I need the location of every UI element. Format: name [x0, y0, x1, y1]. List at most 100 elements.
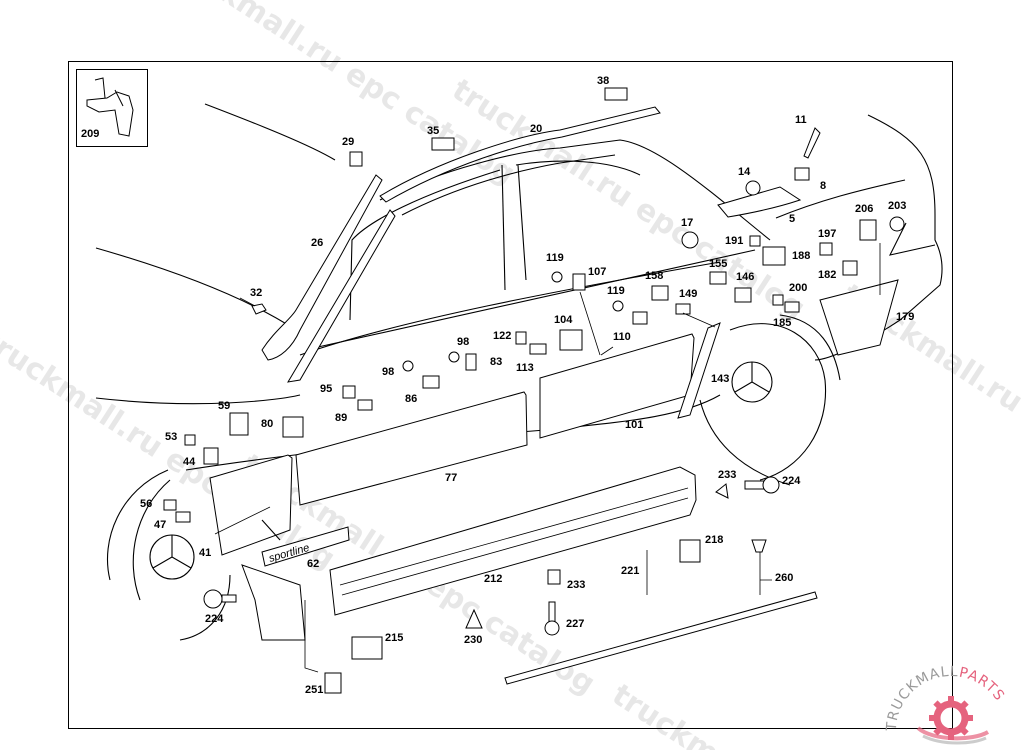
- rear-fender-molding[interactable]: [819, 279, 899, 356]
- part-callout-224b[interactable]: 224: [205, 613, 224, 625]
- part-callout-35[interactable]: 35: [427, 125, 439, 137]
- part-callout-38[interactable]: 38: [597, 75, 609, 87]
- clip-107[interactable]: [572, 273, 586, 291]
- clip-8[interactable]: [794, 167, 810, 181]
- clip-200[interactable]: [772, 294, 784, 306]
- front-door-molding[interactable]: [295, 391, 528, 506]
- part-callout-221[interactable]: 221: [621, 565, 639, 577]
- clip-146[interactable]: [734, 287, 752, 303]
- part-callout-80[interactable]: 80: [261, 418, 273, 430]
- part-callout-95[interactable]: 95: [320, 383, 332, 395]
- part-callout-98[interactable]: 98: [457, 336, 469, 348]
- part-callout-53[interactable]: 53: [165, 431, 177, 443]
- clip-218[interactable]: [679, 539, 701, 563]
- part-callout-104[interactable]: 104: [554, 314, 573, 326]
- part-callout-146[interactable]: 146: [736, 271, 754, 283]
- part-callout-206[interactable]: 206: [855, 203, 873, 215]
- part-callout-188[interactable]: 188: [792, 250, 810, 262]
- clip-206[interactable]: [859, 219, 877, 241]
- rocker-front-end[interactable]: [241, 564, 306, 641]
- clip-44[interactable]: [203, 447, 219, 465]
- part-callout-62[interactable]: 62: [307, 558, 319, 570]
- detail-inset-209[interactable]: 209: [76, 69, 148, 147]
- clip-233b[interactable]: [547, 569, 561, 585]
- part-callout-32[interactable]: 32: [250, 287, 262, 299]
- part-callout-89[interactable]: 89: [335, 412, 347, 424]
- part-callout-215[interactable]: 215: [385, 632, 403, 644]
- clip-182[interactable]: [842, 260, 858, 276]
- part-callout-182[interactable]: 182: [818, 269, 836, 281]
- clip-191[interactable]: [749, 235, 761, 247]
- rear-pillar-trim[interactable]: [717, 186, 802, 218]
- clip-155[interactable]: [709, 271, 727, 285]
- part-callout-29[interactable]: 29: [342, 136, 354, 148]
- part-callout-83[interactable]: 83: [490, 356, 502, 368]
- part-callout-119b[interactable]: 119: [607, 285, 625, 297]
- part-callout-260[interactable]: 260: [775, 572, 793, 584]
- part-callout-8[interactable]: 8: [820, 180, 826, 192]
- clip-38[interactable]: [604, 87, 628, 101]
- rocker-panel[interactable]: [329, 466, 697, 616]
- roof-molding[interactable]: [379, 106, 661, 203]
- screw-17[interactable]: [681, 231, 699, 249]
- clip-230[interactable]: [465, 608, 483, 629]
- part-callout-197[interactable]: 197: [818, 228, 836, 240]
- part-callout-203[interactable]: 203: [888, 200, 906, 212]
- part-callout-110[interactable]: 110: [613, 331, 631, 343]
- part-callout-14[interactable]: 14: [738, 166, 751, 178]
- clip-122[interactable]: [515, 331, 527, 345]
- part-callout-5[interactable]: 5: [789, 213, 795, 225]
- clip-56[interactable]: [163, 499, 177, 511]
- part-callout-56[interactable]: 56: [140, 498, 152, 510]
- part-callout-41[interactable]: 41: [199, 547, 211, 559]
- rear-door-molding[interactable]: [539, 333, 695, 439]
- clip-158[interactable]: [651, 285, 669, 301]
- a-pillar-molding[interactable]: [261, 174, 383, 361]
- part-callout-44[interactable]: 44: [183, 456, 196, 468]
- clip-149[interactable]: [675, 303, 691, 315]
- part-callout-26[interactable]: 26: [311, 237, 323, 249]
- clip-53[interactable]: [184, 434, 196, 446]
- clip-80[interactable]: [282, 416, 304, 438]
- part-callout-212[interactable]: 212: [484, 573, 502, 585]
- part-callout-98b[interactable]: 98: [382, 366, 394, 378]
- clip-113[interactable]: [529, 343, 547, 355]
- part-callout-155[interactable]: 155: [709, 258, 727, 270]
- part-callout-20[interactable]: 20: [530, 123, 542, 135]
- clip-89[interactable]: [357, 399, 373, 411]
- clip-215[interactable]: [351, 636, 383, 660]
- screw-11[interactable]: [803, 127, 821, 159]
- part-callout-158[interactable]: 158: [645, 270, 663, 282]
- part-callout-218[interactable]: 218: [705, 534, 723, 546]
- part-callout-224[interactable]: 224: [782, 475, 801, 487]
- clip-233[interactable]: [715, 483, 729, 499]
- part-callout-11[interactable]: 11: [795, 114, 807, 126]
- clip-110[interactable]: [632, 311, 648, 325]
- part-callout-47[interactable]: 47: [154, 519, 166, 531]
- clip-86[interactable]: [422, 375, 440, 389]
- part-callout-179[interactable]: 179: [896, 311, 914, 323]
- part-callout-59[interactable]: 59: [218, 400, 230, 412]
- part-callout-101[interactable]: 101: [625, 419, 643, 431]
- part-callout-233b[interactable]: 233: [567, 579, 585, 591]
- clip-104[interactable]: [559, 329, 583, 351]
- screw-119[interactable]: [551, 271, 563, 283]
- clip-83[interactable]: [465, 353, 477, 371]
- part-callout-227[interactable]: 227: [566, 618, 584, 630]
- clip-32[interactable]: [251, 303, 267, 315]
- clip-95[interactable]: [342, 385, 356, 399]
- clip-251[interactable]: [324, 672, 342, 694]
- wheel-arch-trim[interactable]: [677, 322, 721, 419]
- part-callout-143[interactable]: 143: [711, 373, 729, 385]
- trim-strip[interactable]: [504, 591, 818, 685]
- part-callout-17[interactable]: 17: [681, 217, 693, 229]
- part-callout-230[interactable]: 230: [464, 634, 482, 646]
- part-callout-200[interactable]: 200: [789, 282, 807, 294]
- part-callout-122[interactable]: 122: [493, 330, 511, 342]
- part-callout-77[interactable]: 77: [445, 472, 457, 484]
- clip-197[interactable]: [819, 242, 833, 256]
- part-callout-119[interactable]: 119: [546, 252, 564, 264]
- clip-188[interactable]: [762, 246, 786, 266]
- grommet-14[interactable]: [745, 180, 761, 196]
- a-pillar-inner-molding[interactable]: [287, 209, 396, 383]
